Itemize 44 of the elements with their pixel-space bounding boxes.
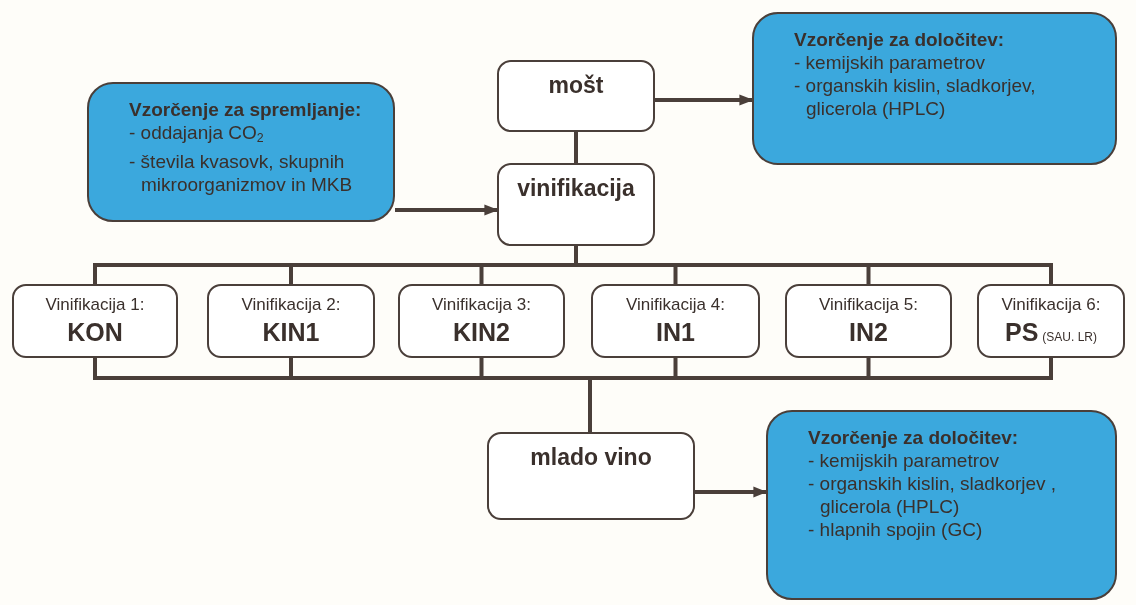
list-item: - števila kvasovk, skupnih mikroorganizmov in MKB (129, 150, 354, 197)
sampling-box (766, 410, 1117, 600)
variant-code: PS (1004, 318, 1039, 346)
arrow (655, 94, 754, 106)
variant-box (591, 284, 760, 358)
list-item: - kemijskih parametrov (808, 449, 1001, 472)
box-heading: Vzorčenje za spremljanje: (129, 98, 363, 121)
variant-box (977, 284, 1125, 358)
variant-label: Vinifikacija 4: (625, 294, 726, 316)
box-heading: Vzorčenje za določitev: (794, 28, 1006, 51)
variant-code: KIN2 (453, 318, 510, 346)
sampling-box (87, 82, 395, 222)
box-heading: Vzorčenje za določitev: (808, 426, 1020, 449)
sampling-box (752, 12, 1117, 165)
variant-label: Vinifikacija 5: (818, 294, 919, 316)
process-box (487, 432, 695, 520)
variant-box (12, 284, 178, 358)
list-item: - hlapnih spojin (GC) (808, 518, 984, 541)
process-box (497, 163, 655, 246)
variant-code: IN2 (849, 318, 888, 346)
variant-code: IN1 (656, 318, 695, 346)
arrow (695, 486, 768, 498)
list-item: - kemijskih parametrov (794, 51, 987, 74)
variant-box (785, 284, 952, 358)
list-item: - organskih kislin, sladkorjev, glicerola (HPLC) (794, 74, 1037, 120)
process-box (497, 60, 655, 132)
box-label: mlado vino (530, 444, 652, 470)
box-label: mošt (548, 72, 604, 98)
variant-code: KIN1 (262, 318, 320, 346)
variant-label: Vinifikacija 3: (431, 294, 532, 316)
connector-line (574, 132, 578, 163)
list-item: - organskih kislin, sladkorjev , glicerola (HPLC) (808, 472, 1058, 518)
variant-box (398, 284, 565, 358)
box-label: vinifikacija (517, 175, 635, 201)
variant-label: Vinifikacija 6: (1000, 294, 1102, 316)
arrow (395, 204, 499, 216)
list-item: - oddajanja CO$_{2}$ (129, 121, 265, 148)
variant-box (207, 284, 375, 358)
connector-line (588, 358, 1053, 432)
connector-line (574, 246, 1053, 284)
variant-label: Vinifikacija 2: (240, 294, 342, 316)
variant-label: Vinifikacija 1: (44, 294, 146, 316)
variant-code: KON (67, 318, 123, 346)
variant-note: (SAU. LR) (1042, 330, 1097, 344)
